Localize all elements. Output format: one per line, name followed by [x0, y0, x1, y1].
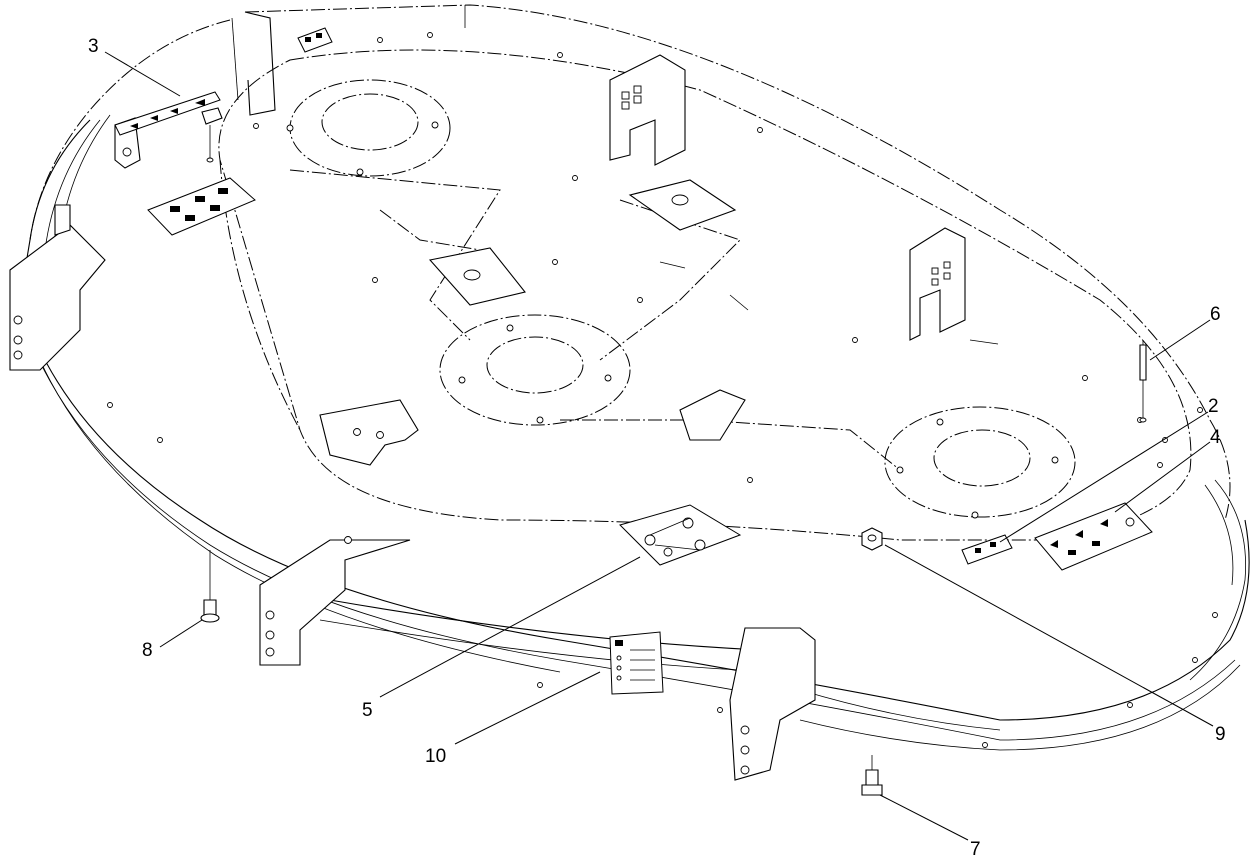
callout-numbers: 3 6 2 4 8 5 10 9 7: [88, 36, 1226, 860]
callout-10: 10: [425, 746, 446, 767]
decal-item-5: [619, 504, 742, 566]
leader-4: [1114, 441, 1211, 513]
leader-2: [999, 411, 1209, 543]
callout-4: 4: [1210, 427, 1221, 448]
leader-5: [379, 556, 641, 698]
hardware: [200, 5, 1147, 796]
callout-8: 8: [142, 640, 153, 661]
callout-5: 5: [362, 700, 373, 721]
decal-left-warning: [147, 177, 256, 236]
deck-shell: [19, 4, 1250, 751]
leader-7: [879, 794, 969, 841]
leader-6: [1149, 319, 1211, 361]
decal-rear-small: [297, 27, 333, 53]
decal-item-4: [1034, 502, 1153, 571]
rear-brackets: [428, 54, 999, 441]
decal-item-2: [961, 534, 1013, 565]
leader-3: [104, 51, 181, 97]
callout-7: 7: [970, 839, 981, 860]
callout-9: 9: [1215, 724, 1226, 745]
leader-9: [884, 544, 1214, 727]
leader-8: [159, 619, 203, 648]
decal-item-3: [114, 91, 221, 136]
side-hangers: [9, 117, 816, 781]
decal-item-10: [609, 631, 664, 695]
callout-2: 2: [1208, 396, 1219, 417]
leader-10: [454, 671, 601, 745]
leader-lines: [104, 51, 1214, 841]
callout-3: 3: [88, 36, 99, 57]
callout-6: 6: [1210, 304, 1221, 325]
